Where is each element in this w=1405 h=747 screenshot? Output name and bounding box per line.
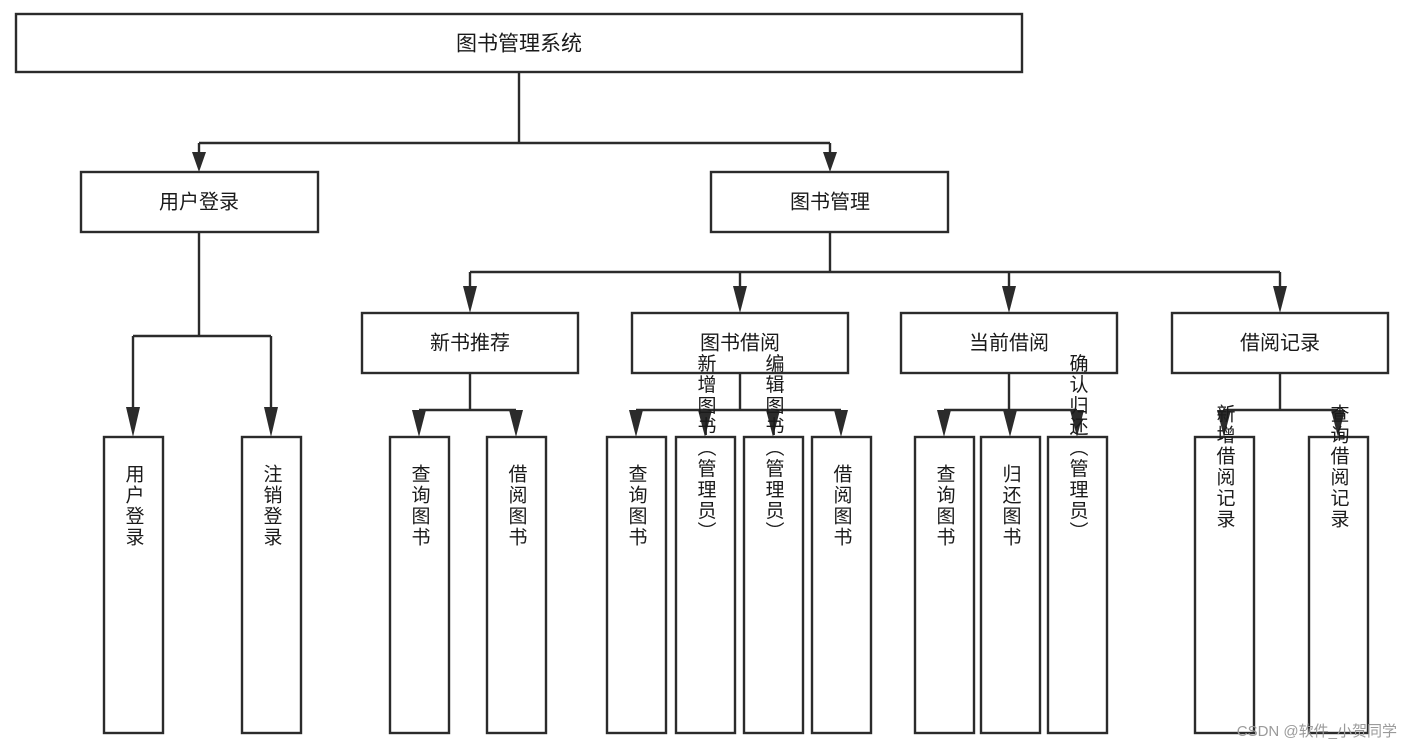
arrow-br-leaf-2 <box>1331 410 1345 437</box>
node-root-label: 图书管理系统 <box>456 33 582 56</box>
leaf-current-borrow-3-label: 确认归还（管理员） <box>1067 353 1089 542</box>
leaf-book-borrow-3-label: 编辑图书（管理员） <box>763 353 785 542</box>
arrow-new-book-leaf-2 <box>509 410 523 437</box>
node-new-book-rec-label: 新书推荐 <box>430 331 510 354</box>
arrow-br-leaf-1 <box>1217 410 1231 437</box>
leaf-book-borrow-3[interactable]: 编辑图书（管理员） <box>742 353 805 735</box>
leaf-current-borrow-1[interactable]: 查询图书 <box>913 435 976 735</box>
connector-layer <box>126 72 1345 437</box>
arrow-user-login-leaf-1 <box>126 407 140 437</box>
node-user-login[interactable]: 用户登录 <box>79 170 320 234</box>
leaf-borrow-record-1-label: 新增借阅记录 <box>1214 404 1236 530</box>
arrow-bm-to-borrow-record <box>1273 286 1287 313</box>
node-book-borrow-label: 图书借阅 <box>700 331 780 354</box>
leaf-user-login-2[interactable]: 注销登录 <box>240 435 303 735</box>
leaf-book-borrow-2-label: 新增图书（管理员） <box>695 353 717 542</box>
leaf-book-borrow-2[interactable]: 新增图书（管理员） <box>674 353 737 735</box>
leaf-new-book-rec-1[interactable]: 查询图书 <box>388 435 451 735</box>
arrow-user-login-leaf-2 <box>264 407 278 437</box>
node-root[interactable]: 图书管理系统 <box>14 12 1024 74</box>
leaf-book-borrow-4-label: 借阅图书 <box>831 464 853 548</box>
arrow-root-to-book-manage <box>823 152 837 172</box>
arrow-bm-to-book-borrow <box>733 286 747 313</box>
arrow-new-book-leaf-1 <box>412 410 426 437</box>
node-current-borrow-label: 当前借阅 <box>969 331 1049 354</box>
arrow-bb-leaf-3 <box>766 410 780 437</box>
leaf-new-book-rec-2-label: 借阅图书 <box>506 464 528 548</box>
leaf-new-book-rec-2[interactable]: 借阅图书 <box>485 435 548 735</box>
arrow-bb-leaf-2 <box>698 410 712 437</box>
node-borrow-record[interactable]: 借阅记录 <box>1170 311 1390 375</box>
leaf-borrow-record-2[interactable]: 查询借阅记录 <box>1307 404 1370 735</box>
arrow-cb-leaf-3 <box>1070 410 1084 437</box>
leaf-new-book-rec-1-label: 查询图书 <box>409 464 431 548</box>
leaf-user-login-2-label: 注销登录 <box>261 464 283 548</box>
node-new-book-rec[interactable]: 新书推荐 <box>360 311 580 375</box>
arrow-root-to-user-login <box>192 152 206 172</box>
leaf-current-borrow-3[interactable]: 确认归还（管理员） <box>1046 353 1109 735</box>
leaf-book-borrow-1-label: 查询图书 <box>626 464 648 548</box>
leaf-borrow-record-2-label: 查询借阅记录 <box>1328 404 1350 530</box>
leaf-current-borrow-2[interactable]: 归还图书 <box>979 435 1042 735</box>
arrow-bm-to-new-book-rec <box>463 286 477 313</box>
leaf-book-borrow-1[interactable]: 查询图书 <box>605 435 668 735</box>
arrow-cb-leaf-2 <box>1003 410 1017 437</box>
arrow-cb-leaf-1 <box>937 410 951 437</box>
arrow-bb-leaf-1 <box>629 410 643 437</box>
leaf-user-login-1-label: 用户登录 <box>123 464 145 548</box>
node-book-manage[interactable]: 图书管理 <box>709 170 950 234</box>
node-borrow-record-label: 借阅记录 <box>1240 331 1320 354</box>
leaf-borrow-record-1[interactable]: 新增借阅记录 <box>1193 404 1256 735</box>
node-book-manage-label: 图书管理 <box>790 190 870 213</box>
arrow-bm-to-current-borrow <box>1002 286 1016 313</box>
node-current-borrow[interactable]: 当前借阅 <box>899 311 1119 375</box>
leaf-book-borrow-4[interactable]: 借阅图书 <box>810 435 873 735</box>
node-book-borrow[interactable]: 图书借阅 <box>630 311 850 375</box>
leaf-user-login-1[interactable]: 用户登录 <box>102 435 165 735</box>
arrow-bb-leaf-4 <box>834 410 848 437</box>
leaf-current-borrow-2-label: 归还图书 <box>1000 464 1022 548</box>
leaf-current-borrow-1-label: 查询图书 <box>934 464 956 548</box>
node-user-login-label: 用户登录 <box>159 190 239 213</box>
